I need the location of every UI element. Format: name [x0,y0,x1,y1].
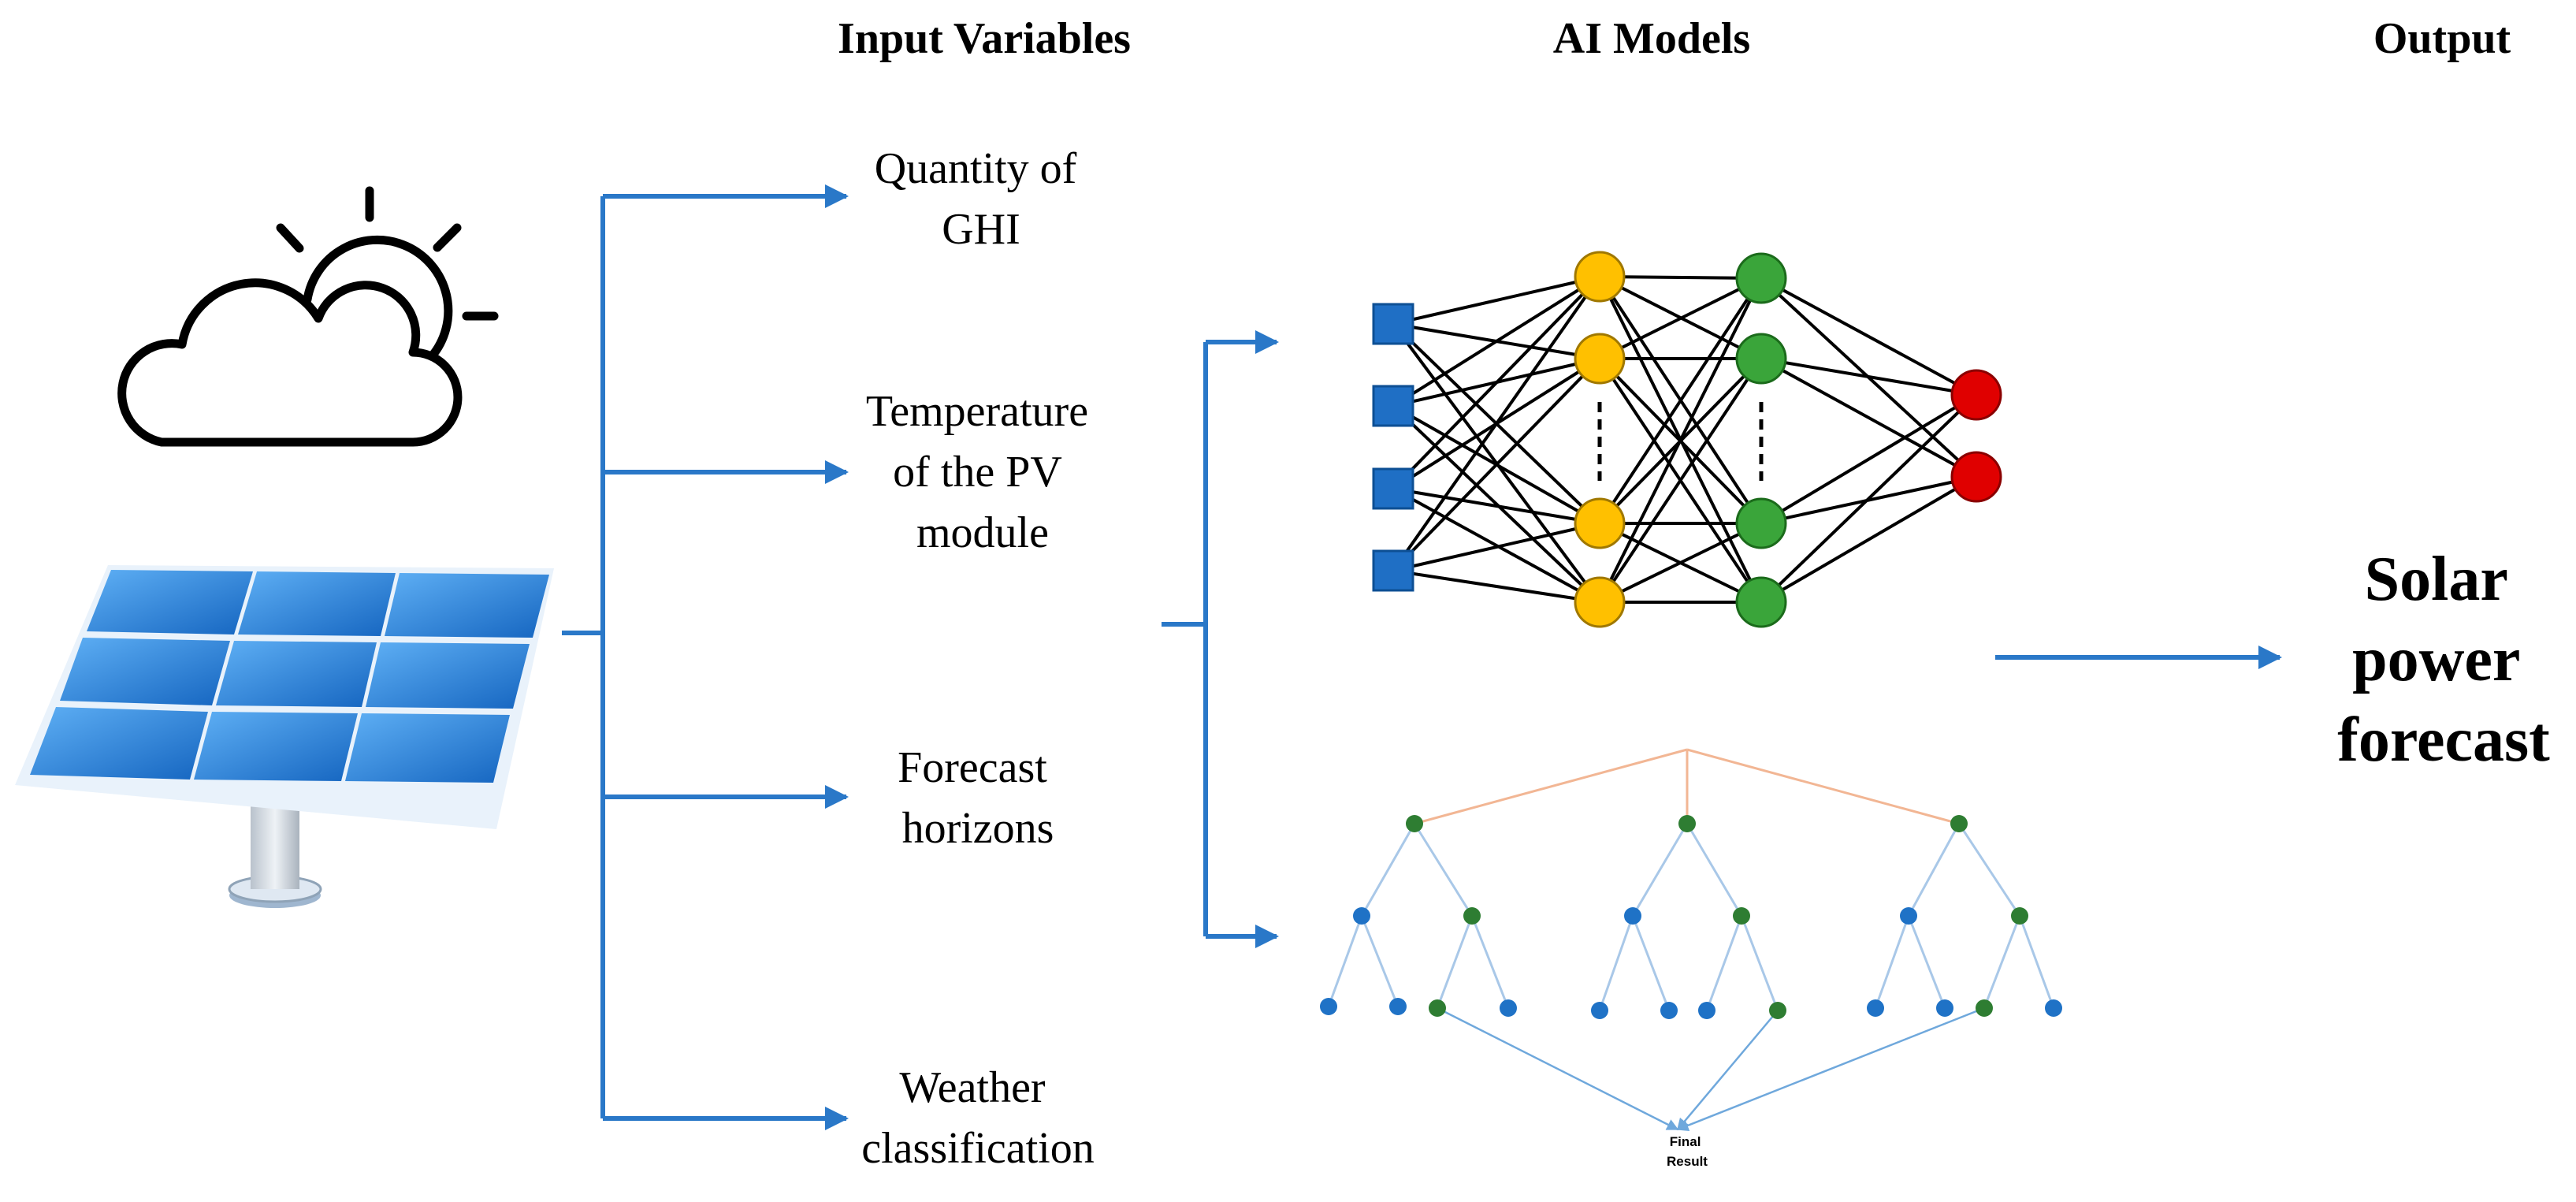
rf-leaf-node [1389,998,1407,1015]
rf-node [1353,907,1370,925]
nn-connection [1598,277,1763,525]
nn-hidden2-node [1735,252,1787,304]
nn-hidden1-node [1574,333,1626,385]
rf-edge [1874,915,1910,1009]
nn-connection [1599,275,1762,280]
rf-leaf-node [1936,999,1953,1017]
nn-connection [1598,277,1763,603]
nn-input-node [1372,467,1414,510]
rf-edge [1907,823,1961,917]
nn-connection [1599,277,1762,360]
nn-connection [1760,277,1977,396]
rf-leaf-node [1660,1002,1678,1019]
rf-edge [1957,823,2021,917]
output-solar-forecast-label: Solar power forecast [2337,545,2550,775]
rf-edge [1598,915,1634,1011]
rf-node [1624,907,1641,925]
nn-connection [1760,393,1978,525]
nn-connection [1392,404,1601,604]
nn-output-node [1950,369,2002,421]
header-output: Output [2373,14,2511,63]
nn-input-node [1372,303,1414,345]
nn-connection [1760,393,1978,604]
header-ai-models: AI Models [1553,14,1750,63]
rf-leaf-node [1500,999,1517,1017]
rf-leaf-node [1698,1002,1715,1019]
rf-edge [1470,915,1510,1009]
nn-input-node [1372,385,1414,427]
nn-connection [1392,522,1600,572]
nn-hidden2-node [1735,576,1787,628]
rf-edge [1631,915,1671,1011]
rf-edge [1686,748,1960,825]
rf-vote-arrow [1677,1010,1779,1131]
rf-leaf-node [2045,999,2062,1017]
rf-edge [1686,823,1743,917]
header-input-variables: Input Variables [838,14,1131,63]
rf-node [1678,815,1696,832]
nn-connection [1760,357,1977,478]
random-forest-icon: Final Result [1320,748,2062,1169]
nn-connection [1392,275,1601,572]
nn-connection [1760,357,1977,396]
rf-node [1900,907,1917,925]
input-bracket [562,184,849,1130]
nn-hidden1-node [1574,251,1626,303]
nn-hidden1-node [1574,576,1626,628]
rf-node [1950,815,1968,832]
input-weather-class-label: Weather classification [861,1063,1094,1173]
rf-leaf-node [1867,999,1884,1017]
rf-leaf-node [1976,999,1993,1017]
solar-panel-icon [15,565,554,908]
rf-edge [1360,823,1416,917]
input-temperature-label: Temperature of the PV module [866,387,1099,557]
nn-output-node [1950,451,2002,503]
nn-connection [1392,275,1601,490]
nn-connection [1599,522,1762,604]
nn-connection [1598,357,1763,604]
model-bracket [1162,330,1279,948]
rf-node [1733,907,1750,925]
rf-leaf-node [1429,999,1446,1017]
nn-hidden2-node [1735,333,1787,385]
rf-edge [1360,915,1400,1007]
rf-vote-arrow [1437,1007,1679,1131]
rf-edge [2018,915,2055,1009]
rf-edge [1327,915,1363,1007]
nn-hidden2-node [1735,497,1787,549]
rf-node [1406,815,1423,832]
nn-connection [1392,275,1601,407]
rf-edge [1705,915,1743,1011]
input-horizons-label: Forecast horizons [898,743,1058,853]
nn-connection [1392,357,1601,572]
rf-edge [1414,748,1688,825]
weather-cloud-sun-icon [117,186,499,447]
rf-node [1463,907,1481,925]
nn-hidden1-node [1574,497,1626,549]
nn-input-node [1372,549,1414,592]
nn-connection [1392,487,1600,525]
rf-leaf-node [1769,1002,1786,1019]
rf-leaf-node [1591,1002,1608,1019]
rf-edge [1436,915,1474,1009]
rf-vote-arrow [1676,1007,1985,1132]
nn-connection [1392,275,1600,326]
rf-edge [1983,915,2021,1009]
rf-leaf-node [1320,998,1337,1015]
rf-edge [1413,823,1474,917]
rf-node [2011,907,2028,925]
rf-edge [1631,823,1689,917]
final-result-label: Final Result [1667,1134,1708,1169]
nn-connection [1392,569,1600,604]
rf-edge [1740,915,1779,1011]
input-ghi-label: Quantity of GHI [875,144,1088,254]
nn-connection [1760,475,1978,604]
neural-network-icon [1372,251,2002,628]
rf-edge [1907,915,1946,1009]
